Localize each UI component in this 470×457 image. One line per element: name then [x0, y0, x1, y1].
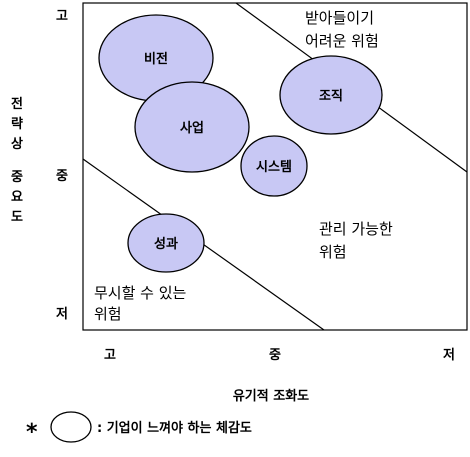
plot-frame: [82, 2, 468, 331]
zone-bottom-label-line1: 무시할 수 있는: [94, 284, 187, 302]
bubble-system-label: 시스템: [256, 160, 292, 175]
zone-middle-label-line1: 관리 가능한: [319, 220, 393, 238]
x-tick-low: 저: [443, 348, 455, 363]
y-tick-mid: 중: [56, 169, 68, 184]
bubble-business: 사업: [134, 81, 250, 173]
bubble-performance: 성과: [127, 213, 205, 273]
bubble-system: 시스템: [240, 135, 308, 197]
zone-top-label-line2: 어려운 위험: [305, 32, 379, 50]
bubble-performance-label: 성과: [154, 237, 178, 252]
bubble-organization: 조직: [279, 55, 383, 135]
zone-bottom-label-line2: 위험: [94, 305, 122, 323]
legend-asterisk: *: [26, 420, 38, 445]
zone-middle-label-line2: 위험: [319, 243, 347, 261]
x-axis-title: 유기적 조화도: [233, 388, 309, 404]
bubble-organization-label: 조직: [319, 88, 343, 104]
legend: * : 기업이 느껴야 하는 체감도: [26, 411, 252, 445]
bubble-business-label: 사업: [180, 120, 204, 136]
y-tick-high: 고: [56, 9, 68, 24]
y-tick-low: 저: [56, 307, 68, 322]
x-tick-high: 고: [104, 348, 116, 363]
bubble-vision-label: 비전: [144, 51, 168, 67]
legend-ellipse-icon: [50, 411, 92, 443]
x-tick-mid: 중: [269, 348, 281, 363]
legend-text: : 기업이 느껴야 하는 체감도: [97, 420, 252, 436]
zone-top-label-line1: 받아들이기: [305, 9, 374, 27]
